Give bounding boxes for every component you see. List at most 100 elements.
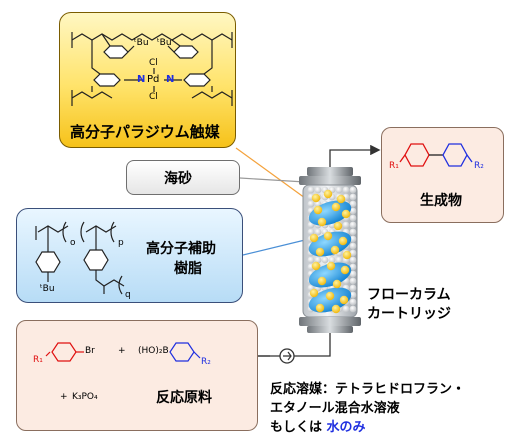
cl-label-bottom: Cl — [149, 92, 158, 102]
sand-bead — [349, 249, 357, 257]
catalyst-bead — [340, 265, 350, 275]
catalyst-bead — [309, 233, 319, 243]
sand-bead — [307, 186, 315, 194]
solvent-line3-prefix: もしくは — [270, 420, 323, 435]
sand-bead — [349, 221, 357, 229]
plus-sign-2: + — [60, 392, 68, 402]
catalyst-bead — [331, 304, 341, 314]
br-label: Br — [85, 346, 95, 356]
solvent-line2: エタノール混合水溶液 — [270, 401, 400, 416]
resin-title-line1: 高分子補助 — [146, 241, 216, 257]
product-r2: R₂ — [474, 161, 484, 171]
resin-connector — [242, 239, 306, 256]
catalyst-bead — [311, 261, 321, 271]
sand-bead — [342, 305, 350, 313]
catalyst-title: 高分子パラジウム触媒 — [70, 123, 220, 141]
sand-bead — [349, 228, 357, 236]
sand-bead — [314, 186, 322, 194]
n-label-left: N — [137, 74, 146, 85]
product-structure-drawing — [399, 143, 473, 167]
reagent-panel — [16, 320, 258, 431]
sand-bead — [349, 277, 357, 285]
reagent-structures-drawing — [45, 342, 84, 362]
catalyst-bead — [317, 217, 327, 227]
sand-bead — [342, 186, 350, 194]
sand-bead — [321, 256, 329, 264]
plus-sign-1: + — [118, 346, 126, 356]
product-panel — [381, 127, 504, 223]
water-only-text: 水のみ — [326, 420, 366, 435]
catalyst-structure-drawing — [71, 32, 233, 106]
sand-bead — [349, 291, 357, 299]
inlet-line-b — [294, 330, 331, 357]
sand-bead — [335, 186, 343, 194]
catalyst-bead — [323, 189, 333, 199]
pd-label: Pd — [147, 74, 160, 85]
sand-bead — [307, 256, 315, 264]
product-title: 生成物 — [420, 193, 462, 209]
catalyst-bead — [338, 236, 348, 246]
sand-bead — [349, 270, 357, 278]
sand-bead — [328, 256, 336, 264]
reagent-r2: R₂ — [201, 357, 211, 367]
tbu-label-right: ᵗBu — [157, 38, 172, 48]
catalyst-connector — [235, 147, 306, 199]
resin-title-line2: 樹脂 — [174, 261, 202, 277]
reagent-r1: R₁ — [33, 355, 43, 365]
boronic-acid-drawing — [169, 342, 201, 362]
flow-column-icon — [299, 167, 361, 333]
catalyst-bead — [325, 291, 335, 301]
catalyst-bead — [323, 231, 333, 241]
catalyst-bead — [311, 193, 321, 203]
catalyst-bead — [336, 194, 346, 204]
sand-bead — [307, 228, 315, 236]
catalyst-bead — [331, 202, 341, 212]
catalyst-bead — [317, 276, 327, 286]
sea-sand-title: 海砂 — [164, 171, 192, 187]
sand-bead — [349, 214, 357, 222]
subscript-o: o — [70, 238, 76, 248]
sand-bead — [349, 305, 357, 313]
catalyst-bead — [330, 245, 340, 255]
n-label-right: N — [166, 74, 175, 85]
solvent-line3: もしくは 水のみ — [270, 416, 366, 435]
catalyst-bead — [313, 205, 323, 215]
tbu-label-left: ᵗBu — [134, 38, 149, 48]
sand-bead — [314, 228, 322, 236]
column-title-line1: フローカラム — [367, 287, 451, 303]
cl-label-top: Cl — [149, 58, 158, 68]
sand-bead — [349, 242, 357, 250]
catalyst-bead — [341, 209, 351, 219]
sand-bead — [349, 186, 357, 194]
sand-bead — [307, 200, 315, 208]
catalyst-bead — [342, 250, 352, 260]
sand-bead — [349, 235, 357, 243]
sand-bead — [349, 298, 357, 306]
sand-bead — [342, 221, 350, 229]
boronic-acid-label: (HO)₂B — [138, 346, 169, 356]
sand-bead — [349, 193, 357, 201]
sand-bead — [349, 284, 357, 292]
sea-sand-panel — [126, 160, 240, 195]
sand-bead — [349, 263, 357, 271]
catalyst-bead — [326, 261, 336, 271]
resin-tbu-label: ᵗBu — [40, 284, 55, 294]
outlet-arrow — [329, 144, 381, 167]
sand-bead — [349, 256, 357, 264]
sand-connector — [239, 177, 306, 183]
catalyst-bead — [315, 303, 325, 313]
subscript-q: q — [125, 290, 131, 300]
column-title-line2: カートリッジ — [367, 306, 451, 322]
sand-bead — [349, 207, 357, 215]
base-label: K₃PO₄ — [72, 392, 98, 402]
reagent-title: 反応原料 — [156, 390, 212, 406]
catalyst-bead — [309, 288, 319, 298]
catalyst-bead — [339, 295, 349, 305]
product-r1: R₁ — [389, 161, 399, 171]
catalyst-bead — [332, 279, 342, 289]
sand-bead — [335, 256, 343, 264]
sand-bead — [349, 200, 357, 208]
catalyst-bead — [333, 221, 343, 231]
catalyst-bead — [315, 247, 325, 257]
